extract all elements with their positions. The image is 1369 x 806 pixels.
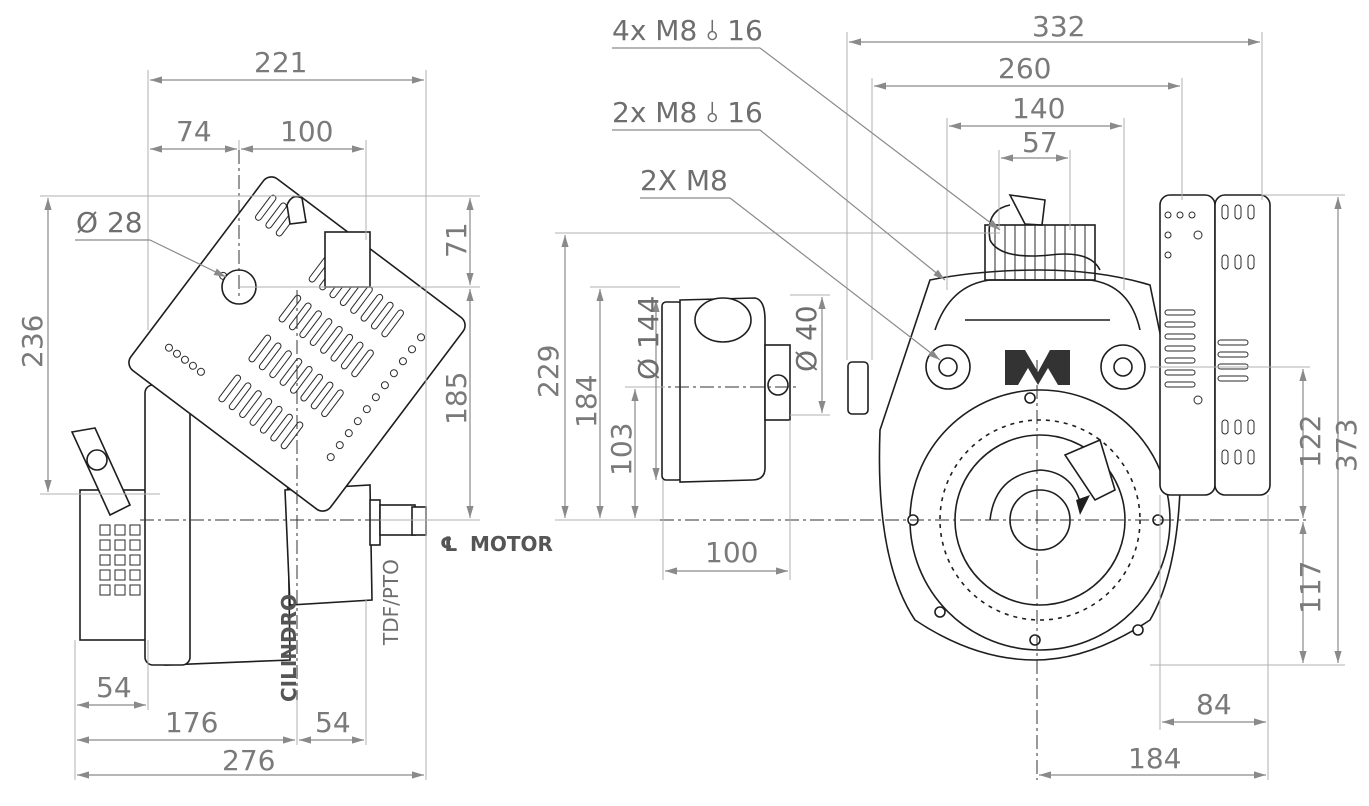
handle-pivot bbox=[86, 449, 108, 471]
dim-84: 84 bbox=[1196, 688, 1232, 721]
spark-plug-boot bbox=[1008, 193, 1046, 226]
dim-74: 74 bbox=[176, 115, 212, 148]
callout-2x-m8-depth: 2x M8 ⫰ 16 bbox=[612, 96, 763, 129]
dim-184-horizontal: 184 bbox=[1128, 742, 1181, 775]
dim-100-bottom: 100 bbox=[705, 536, 758, 569]
dim-332: 332 bbox=[1032, 10, 1085, 43]
callout-4x-m8: 4x M8 ⫰ 16 bbox=[612, 14, 763, 47]
dim-373: 373 bbox=[1330, 419, 1363, 472]
muffler-left bbox=[1159, 194, 1216, 496]
dim-221: 221 bbox=[254, 46, 307, 79]
side-view bbox=[70, 150, 466, 700]
dim-236: 236 bbox=[16, 315, 49, 368]
dim-260: 260 bbox=[998, 52, 1051, 85]
starter-grille bbox=[99, 524, 141, 596]
intake-elbow bbox=[847, 361, 869, 415]
dim-54-right: 54 bbox=[315, 706, 351, 739]
starter-handle bbox=[70, 427, 132, 517]
pto-label: TDF/PTO bbox=[379, 559, 403, 646]
front-view-dimensions bbox=[555, 32, 1345, 780]
rotation-arrow bbox=[989, 469, 1083, 521]
pto-flange bbox=[369, 499, 381, 546]
dim-229: 229 bbox=[532, 345, 565, 398]
dim-117: 117 bbox=[1294, 561, 1327, 614]
ignition-lead bbox=[988, 204, 1101, 271]
air-filter-body bbox=[679, 297, 766, 483]
side-view-dimensions bbox=[40, 70, 480, 780]
dimension-labels: 221 74 100 236 71 185 54 176 54 276 332 … bbox=[16, 10, 1363, 777]
motor-label: MOTOR bbox=[470, 532, 553, 556]
callout-dia-40: Ø 40 bbox=[790, 305, 823, 372]
dim-176: 176 bbox=[165, 706, 218, 739]
air-filter-inlet bbox=[694, 297, 752, 343]
callout-dia-144: Ø 144 bbox=[632, 296, 665, 380]
dim-103: 103 bbox=[605, 423, 638, 476]
plug-cap bbox=[286, 195, 307, 225]
front-view bbox=[560, 193, 1310, 780]
carburetor-side bbox=[324, 231, 371, 288]
side-plate bbox=[144, 384, 191, 666]
dim-140: 140 bbox=[1012, 92, 1065, 125]
dim-276: 276 bbox=[222, 744, 275, 777]
callout-dia-28: Ø 28 bbox=[76, 206, 143, 239]
dim-71: 71 bbox=[440, 222, 473, 258]
brand-logo-icon bbox=[1005, 350, 1070, 385]
air-filter-cover bbox=[661, 301, 683, 481]
upper-frame bbox=[934, 279, 1141, 331]
pto-nut bbox=[411, 506, 427, 536]
muffler-holes bbox=[1164, 204, 1255, 465]
dim-54-left: 54 bbox=[96, 671, 132, 704]
dim-185: 185 bbox=[440, 372, 473, 425]
recoil-handle bbox=[1063, 438, 1116, 502]
dim-184-vertical: 184 bbox=[570, 375, 603, 428]
reference-labels: ℄ MOTOR CILINDRO TDF/PTO bbox=[277, 532, 553, 702]
motor-centerline-symbol: ℄ bbox=[440, 532, 458, 556]
dim-122: 122 bbox=[1294, 415, 1327, 468]
dim-100-top: 100 bbox=[280, 115, 333, 148]
callout-labels: Ø 28 Ø 144 Ø 40 4x M8 ⫰ 16 2x M8 ⫰ 16 2X… bbox=[76, 14, 823, 380]
dim-57: 57 bbox=[1022, 126, 1058, 159]
cilindro-label: CILINDRO bbox=[277, 594, 301, 702]
callout-2x-m8: 2X M8 bbox=[640, 164, 728, 197]
